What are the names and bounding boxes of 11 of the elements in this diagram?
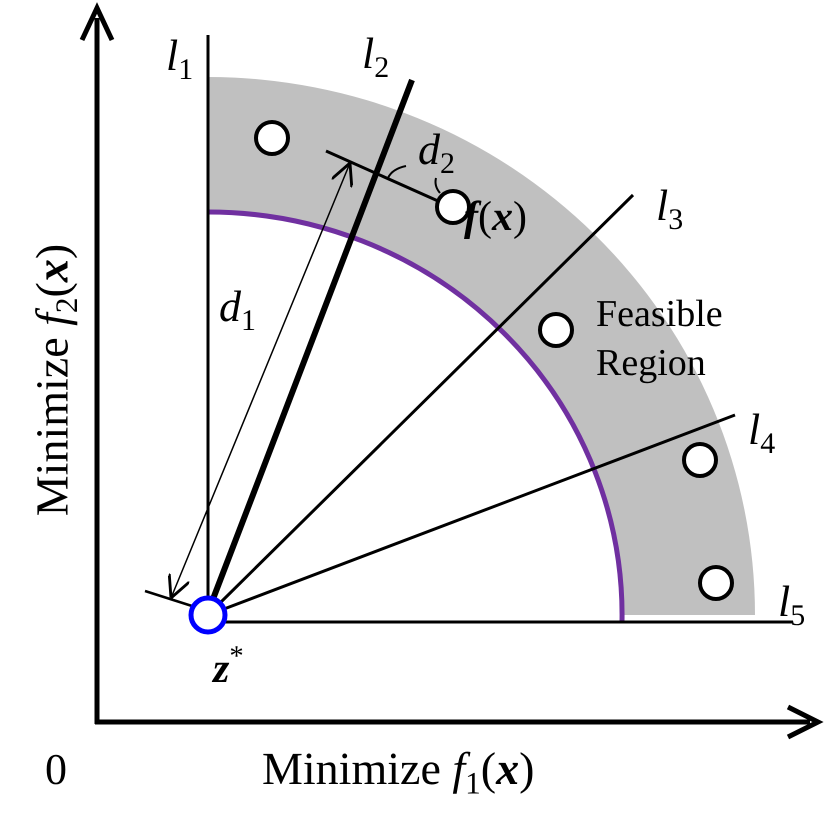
distance-label: d$_{2}$ [418, 128, 455, 179]
axis-label: Minimize f$_{1}$(x) [262, 746, 534, 799]
line-label: l$_{1}$ [166, 34, 194, 85]
distance-label: d$_{1}$ [219, 285, 256, 336]
line-label: l$_{4}$ [748, 408, 776, 459]
point-label: z$^{*}$ [213, 643, 244, 690]
line-label: l$_{3}$ [656, 184, 684, 235]
line-label: l$_{2}$ [362, 32, 390, 83]
line-label: l$_{5}$ [778, 580, 806, 631]
region-label: Feasible Region [596, 292, 724, 386]
origin-label: 0 [45, 748, 67, 792]
